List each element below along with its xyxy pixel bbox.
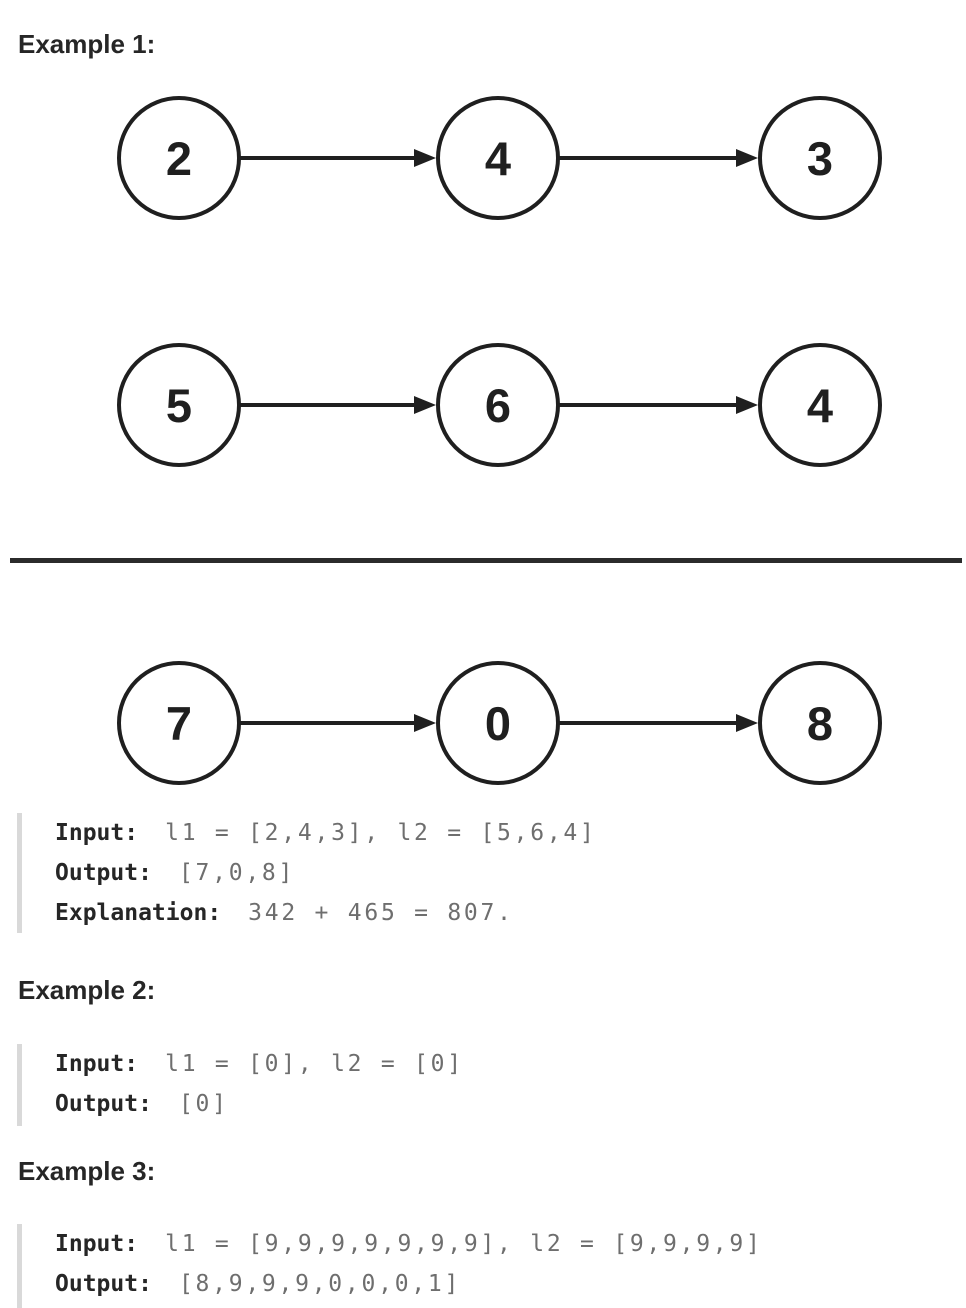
list-node: 8 [758, 661, 882, 785]
input-line: Input: l1 = [0], l2 = [0] [55, 1044, 961, 1084]
output-line: Output: [8,9,9,9,0,0,0,1] [55, 1264, 961, 1304]
node-value: 4 [806, 378, 834, 432]
arrowhead-icon [414, 714, 436, 732]
explanation-line: Explanation: 342 + 465 = 807. [55, 893, 961, 933]
list-node: 2 [117, 96, 241, 220]
list-node: 3 [758, 96, 882, 220]
example-3-heading: Example 3: [18, 1156, 156, 1186]
node-value: 6 [484, 378, 512, 432]
output-label: Output: [55, 1091, 152, 1117]
next-pointer-line [240, 721, 416, 725]
output-line: Output: [0] [55, 1084, 961, 1124]
node-value: 2 [165, 131, 193, 185]
input-line: Input: l1 = [2,4,3], l2 = [5,6,4] [55, 813, 961, 853]
input-line: Input: l1 = [9,9,9,9,9,9,9], l2 = [9,9,9,… [55, 1224, 961, 1264]
example-1-heading: Example 1: [18, 29, 156, 59]
example-2-heading: Example 2: [18, 975, 156, 1005]
input-value: l1 = [9,9,9,9,9,9,9], l2 = [9,9,9,9] [165, 1231, 763, 1257]
explanation-label: Explanation: [55, 900, 222, 926]
output-label: Output: [55, 860, 152, 886]
node-value: 3 [806, 131, 834, 185]
node-value: 8 [806, 696, 834, 750]
list-node: 0 [436, 661, 560, 785]
list-node: 4 [758, 343, 882, 467]
list-node: 4 [436, 96, 560, 220]
list-node: 6 [436, 343, 560, 467]
arrowhead-icon [414, 149, 436, 167]
node-value: 0 [484, 696, 512, 750]
input-value: l1 = [2,4,3], l2 = [5,6,4] [165, 820, 597, 846]
node-value: 7 [165, 696, 193, 750]
next-pointer-line [559, 156, 736, 160]
list-node: 7 [117, 661, 241, 785]
input-label: Input: [55, 1231, 139, 1257]
arrowhead-icon [736, 149, 758, 167]
next-pointer-line [240, 156, 416, 160]
arrowhead-icon [736, 714, 758, 732]
output-line: Output: [7,0,8] [55, 853, 961, 893]
output-value: [0] [178, 1091, 229, 1117]
list-node: 5 [117, 343, 241, 467]
input-value: l1 = [0], l2 = [0] [165, 1051, 464, 1077]
linked-list-l2: 5 6 4 [0, 343, 966, 467]
output-value: [7,0,8] [178, 860, 296, 886]
arrowhead-icon [414, 396, 436, 414]
linked-list-result: 7 0 8 [0, 661, 966, 785]
explanation-value: 342 + 465 = 807. [248, 900, 514, 926]
output-value: [8,9,9,9,0,0,0,1] [178, 1271, 462, 1297]
example-2-code-block: Input: l1 = [0], l2 = [0] Output: [0] [17, 1044, 961, 1126]
example-3-code-block: Input: l1 = [9,9,9,9,9,9,9], l2 = [9,9,9,… [17, 1224, 961, 1308]
next-pointer-line [559, 721, 736, 725]
input-label: Input: [55, 820, 139, 846]
next-pointer-line [240, 403, 416, 407]
arrowhead-icon [736, 396, 758, 414]
node-value: 5 [165, 378, 193, 432]
example-1-code-block: Input: l1 = [2,4,3], l2 = [5,6,4] Output: [… [17, 813, 961, 933]
node-value: 4 [484, 131, 512, 185]
linked-list-l1: 2 4 3 [0, 96, 966, 220]
output-label: Output: [55, 1271, 152, 1297]
divider-line [10, 558, 962, 563]
next-pointer-line [559, 403, 736, 407]
input-label: Input: [55, 1051, 139, 1077]
